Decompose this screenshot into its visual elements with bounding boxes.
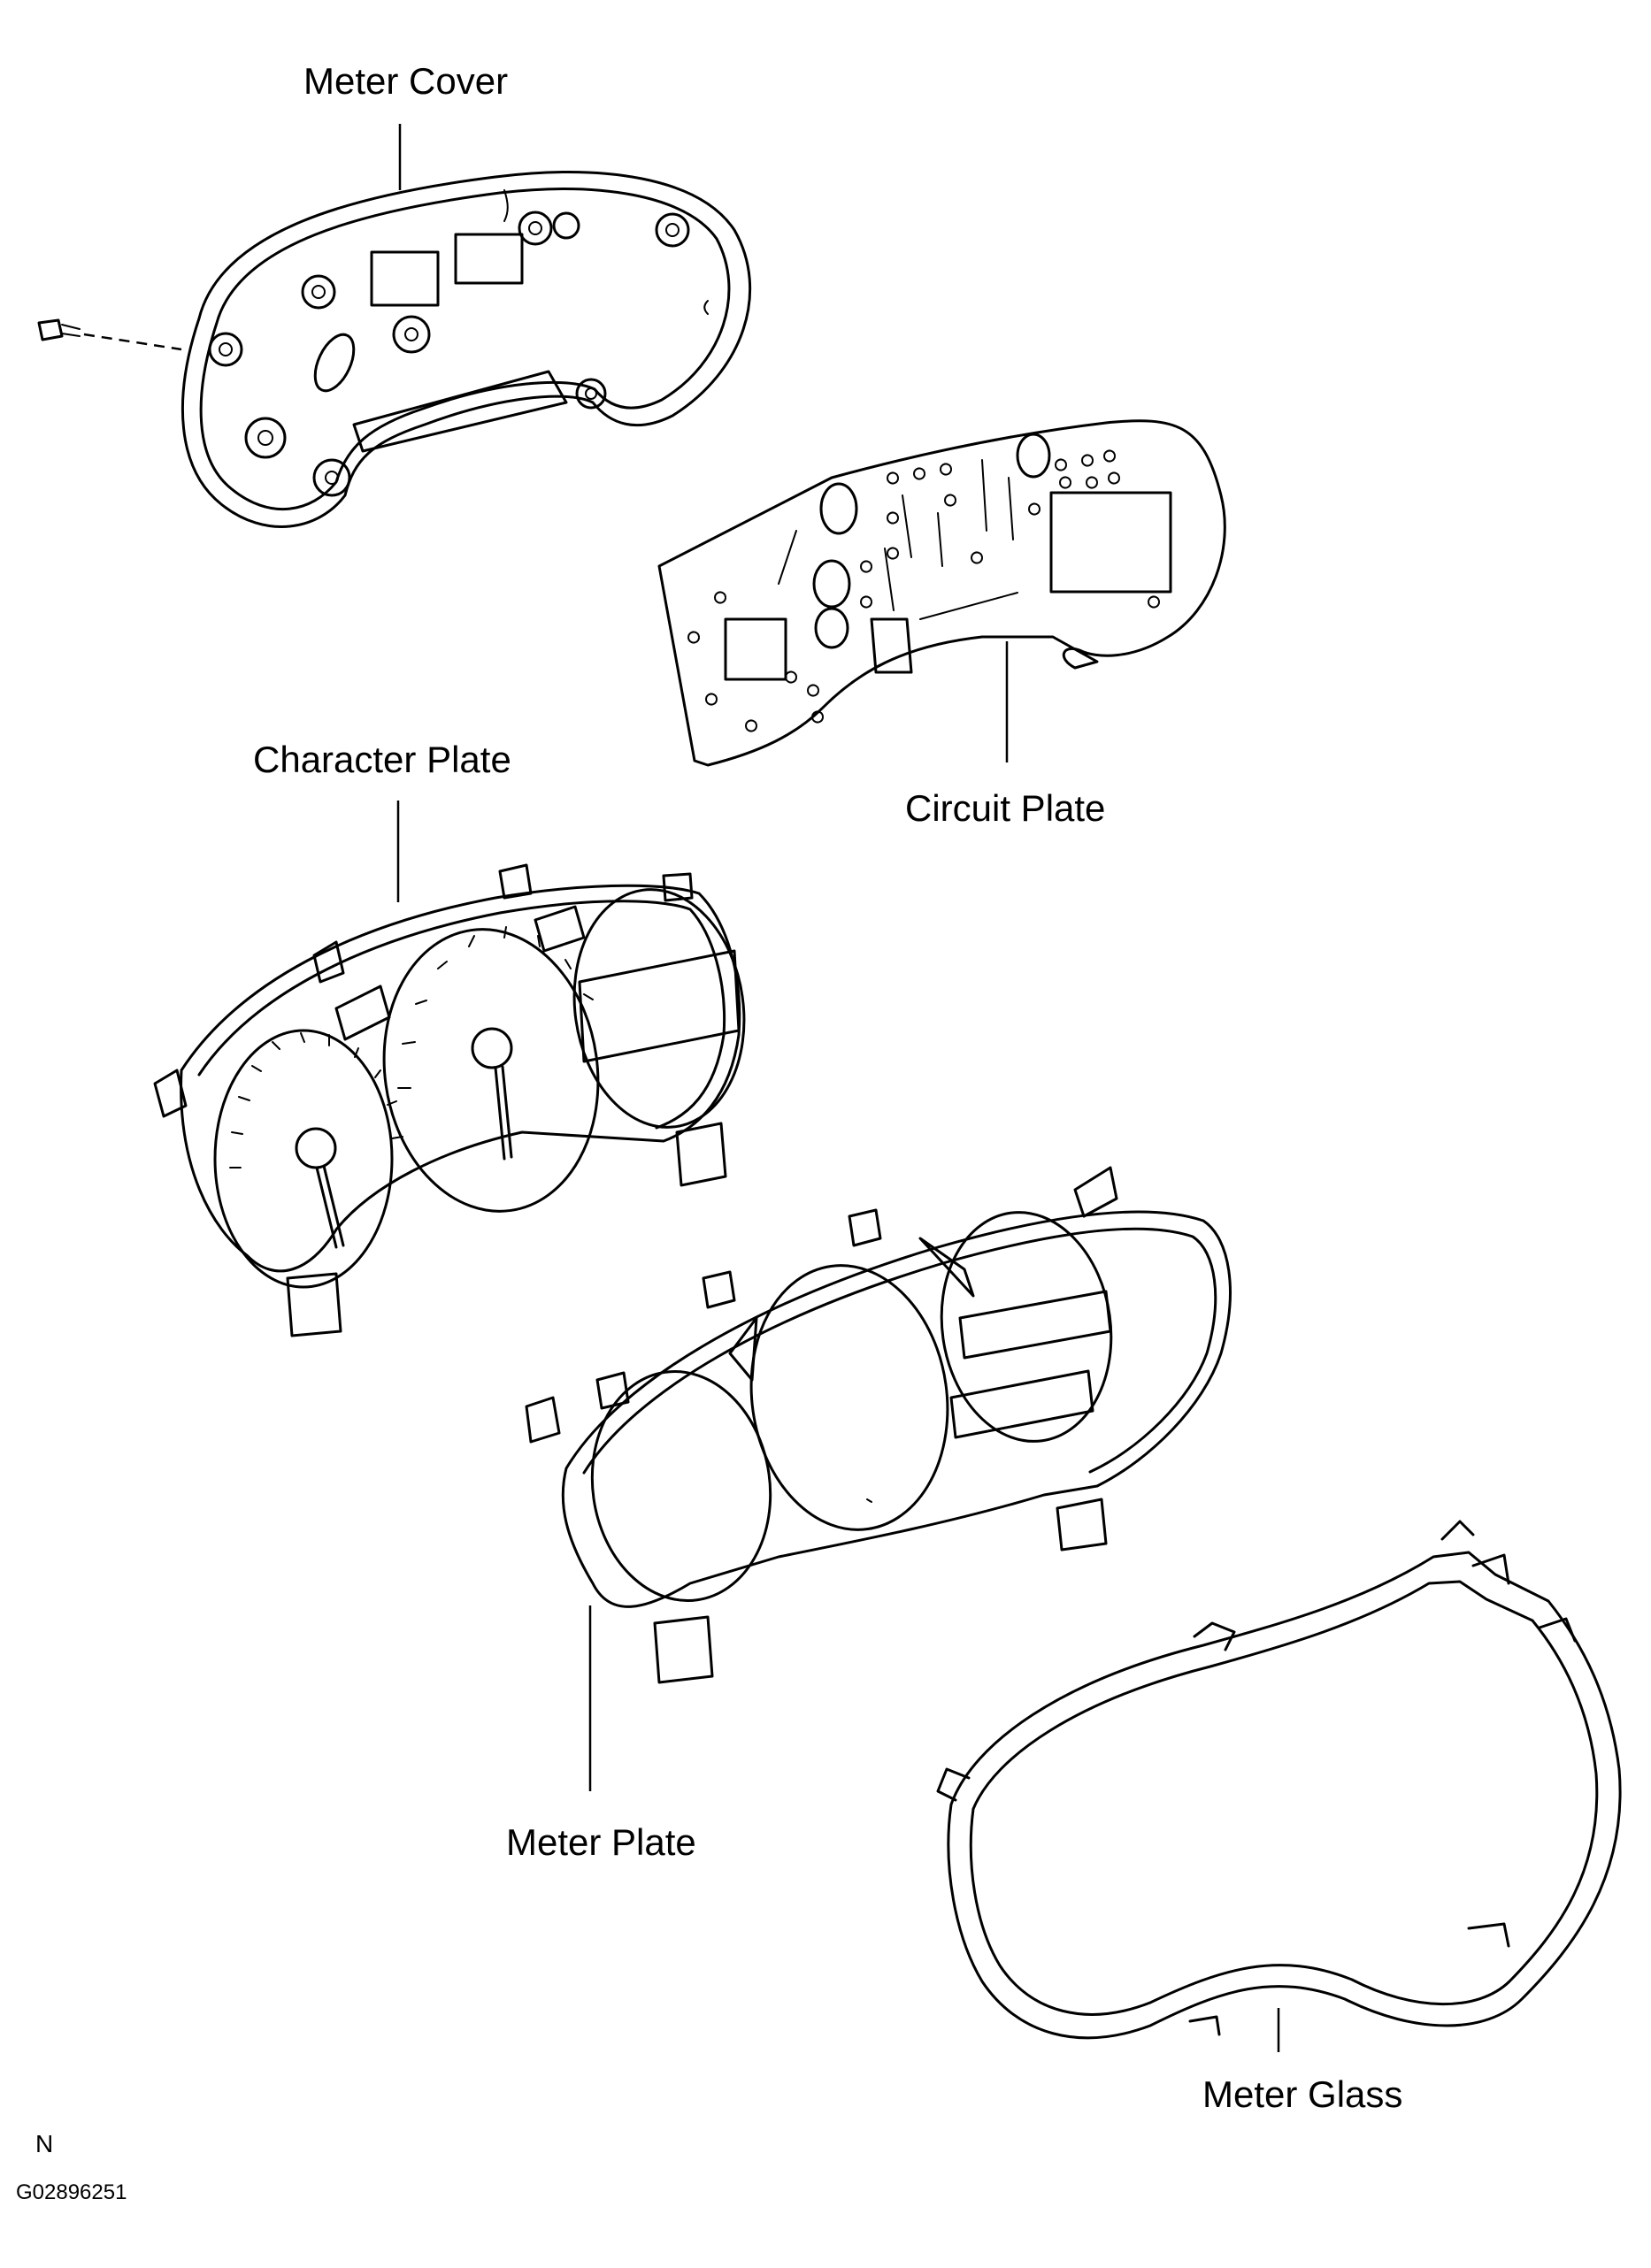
meter-plate-drawing <box>525 1166 1232 1684</box>
meter-glass-drawing <box>936 1520 1622 2040</box>
label-meter-glass: Meter Glass <box>1202 2073 1403 2115</box>
label-circuit-plate: Circuit Plate <box>905 787 1106 829</box>
label-meter-cover: Meter Cover <box>303 60 509 102</box>
meter-cover-drawing <box>37 171 752 528</box>
label-character-plate: Character Plate <box>253 739 511 780</box>
circuit-plate-drawing <box>657 419 1226 767</box>
character-plate-drawing <box>153 863 746 1337</box>
figure-id: G02896251 <box>16 2180 127 2204</box>
label-meter-plate: Meter Plate <box>506 1821 696 1863</box>
orientation-mark: N <box>35 2130 54 2157</box>
